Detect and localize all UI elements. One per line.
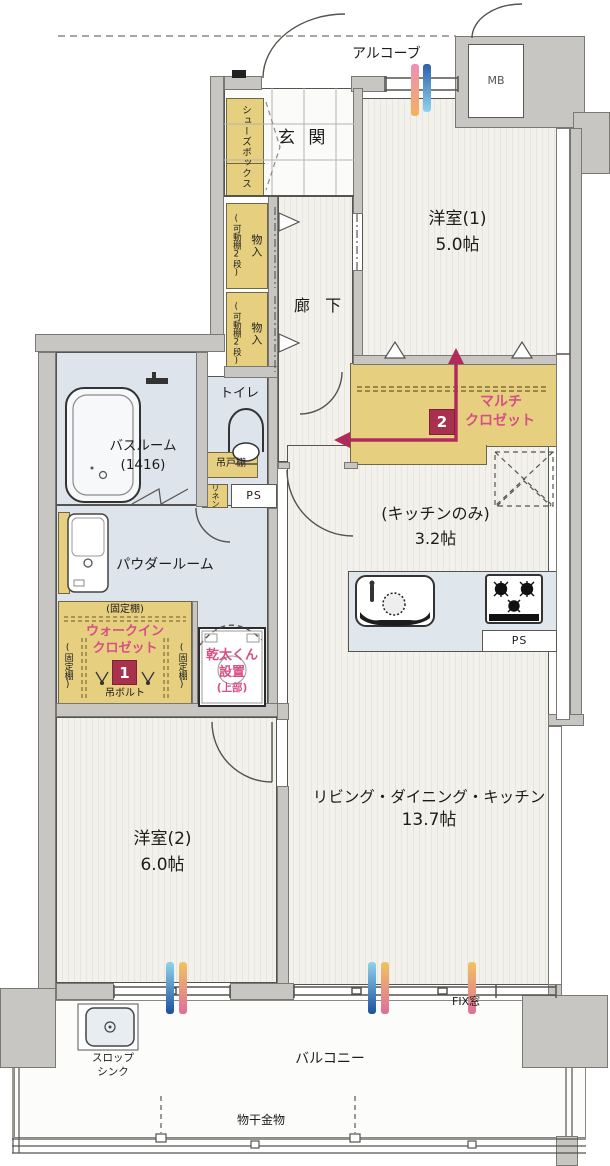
route-marker-1: 1 — [112, 660, 137, 685]
intercom-unit — [232, 70, 246, 78]
wall — [224, 366, 278, 378]
bedroom2-name: 洋室(2) — [133, 829, 192, 850]
ps-kitchen-label: PS — [511, 634, 528, 648]
wic-shelf-left-label: (固定棚) — [62, 642, 73, 690]
wall — [268, 508, 278, 705]
ldk-name: リビング・ダイニング・キッチン — [312, 788, 546, 807]
railing-end-post — [556, 1136, 578, 1166]
wall — [278, 462, 290, 469]
drying-hardware-label: 物干金物 — [236, 1112, 285, 1127]
bedroom1-size: 5.0帖 — [435, 235, 480, 256]
slop-sink-line2: シンク — [97, 1066, 129, 1079]
toilet-label: トイレ — [220, 386, 260, 401]
bathroom-size: (1416) — [120, 456, 166, 473]
dryer-line3: (上部) — [216, 682, 248, 695]
corridor-storage-2-labels: (可動棚2段) 物入 — [226, 292, 268, 376]
wall — [570, 128, 582, 720]
wic-line2: クロゼット — [92, 640, 158, 656]
wall — [353, 355, 557, 365]
kitchen-name: (キッチンのみ) — [381, 504, 490, 523]
balcony-left-wall — [0, 988, 56, 1068]
multi-closet-line2: クロゼット — [465, 413, 535, 430]
bathroom-floor — [56, 352, 198, 505]
wall — [268, 196, 278, 508]
wall — [196, 352, 208, 507]
storage1-name: 物入 — [249, 234, 263, 258]
ps-toilet-label: PS — [246, 489, 262, 503]
multi-closet-extension — [350, 445, 487, 465]
balcony-right-wall — [522, 995, 608, 1068]
wic-shelf-right-label: (固定棚) — [176, 642, 187, 690]
corridor-label: 廊 下 — [294, 296, 347, 315]
alcove-label: アルコーブ — [352, 46, 421, 62]
shoes-box — [226, 98, 265, 196]
fix-window-label: FIX窓 — [452, 995, 481, 1008]
hanging-cupboard-label: 吊戸棚 — [216, 457, 246, 469]
wall — [353, 270, 363, 358]
multi-closet-line1: マルチ — [480, 394, 522, 411]
wic-shelf-top-label: (固定棚) — [106, 603, 144, 615]
wall — [38, 352, 56, 1004]
wall — [353, 88, 363, 214]
meter-box-label: MB — [487, 74, 505, 88]
vanity-counter — [58, 512, 70, 594]
ldk-floor — [287, 445, 549, 985]
slop-sink-line1: スロップ — [92, 1052, 134, 1065]
storage1-note: (可動棚2段) — [231, 214, 242, 278]
wic-bolt-label: 吊ボルト — [105, 687, 145, 699]
bedroom1-name: 洋室(1) — [428, 209, 487, 230]
linen-label: リネン — [211, 484, 220, 508]
wall — [56, 983, 114, 1000]
wall — [224, 76, 262, 90]
balcony-label: バルコニー — [295, 1051, 365, 1068]
kitchen-size: 3.2帖 — [414, 529, 457, 548]
ldk-size: 13.7帖 — [401, 810, 457, 831]
wall — [277, 786, 289, 995]
storage2-name: 物入 — [249, 322, 263, 346]
wic-line1: ウォークイン — [85, 623, 164, 639]
meter-box — [468, 44, 524, 118]
bathroom-name: バスルーム — [109, 437, 177, 454]
bedroom1-floor — [362, 98, 558, 358]
wall — [210, 76, 224, 350]
right-window-band — [556, 128, 570, 720]
wall — [344, 462, 358, 469]
wall — [230, 983, 294, 1000]
dryer-line2: 設置 — [218, 664, 245, 680]
wall — [277, 703, 289, 720]
shoes-box-divider — [227, 163, 265, 164]
shoes-box-label: シューズボックス — [239, 105, 251, 189]
route-marker-2: 2 — [429, 409, 455, 435]
corridor-storage-1-labels: (可動棚2段) 物入 — [226, 203, 268, 289]
wall — [35, 334, 225, 352]
bedroom2-size: 6.0帖 — [140, 855, 185, 876]
storage2-note: (可動棚2段) — [231, 302, 242, 366]
pipe-space-kitchen — [482, 630, 557, 652]
powder-room-label: パウダールーム — [116, 557, 214, 574]
genkan-label: 玄 関 — [278, 128, 330, 148]
pipe-space-toilet — [231, 484, 277, 508]
corridor-floor — [278, 196, 353, 462]
ldk-right-wall — [548, 726, 562, 985]
corridor-storage-1 — [226, 203, 268, 289]
dryer-line1: 乾太くん — [205, 647, 258, 663]
